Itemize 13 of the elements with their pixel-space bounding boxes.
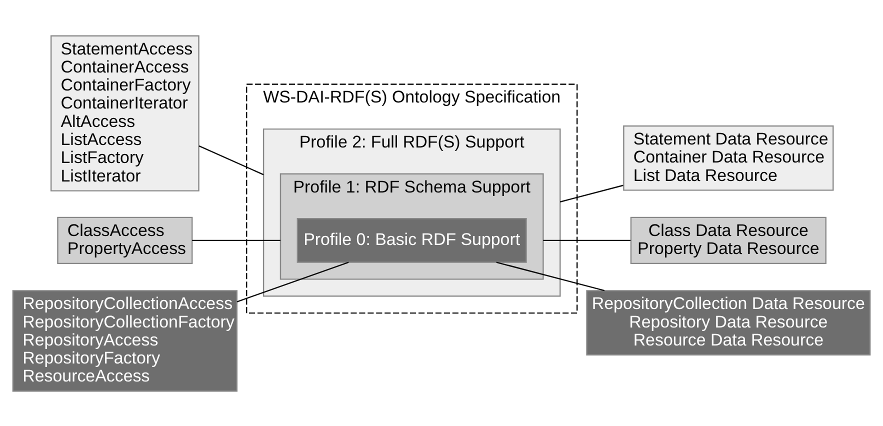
connector (198, 144, 264, 175)
node-box: Statement Data Resource Container Data Resource List Data Resource (623, 124, 834, 190)
node-box: Profile 0: Basic RDF Support (296, 218, 527, 262)
connector (192, 239, 280, 241)
connector (543, 239, 631, 241)
node-box: RepositoryCollection Data Resource Repository Data Resource Resource Data Resource (586, 290, 871, 355)
node-box: Class Data Resource Property Data Resource (630, 216, 826, 264)
connector (496, 261, 605, 291)
node-box: RepositoryCollectionAccess RepositoryCollectionFactory RepositoryAccess RepositoryFactory ResourceAccess (12, 290, 238, 392)
node-box: StatementAccess ContainerAccess ContainerFactory ContainerIterator AltAccess ListAccess ListFactory ListIterator (50, 34, 200, 191)
connector (560, 184, 624, 202)
node-box: ClassAccess PropertyAccess (57, 216, 193, 264)
connector (236, 261, 349, 302)
